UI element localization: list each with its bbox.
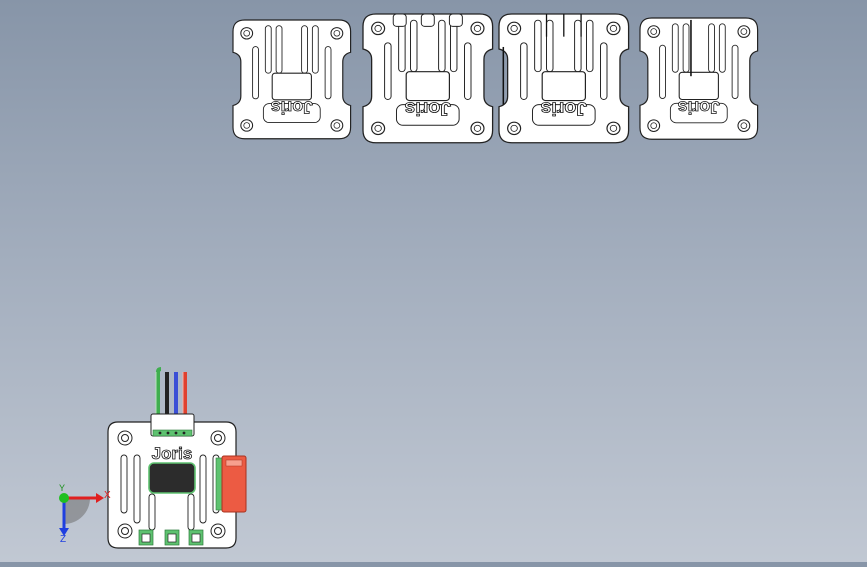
z-axis-label: Z: [60, 534, 66, 545]
y-axis-dot: [59, 493, 69, 503]
part-plate-a[interactable]: Joris: [232, 19, 352, 140]
part-label-a: Joris: [271, 98, 313, 118]
screw-holes: [117, 430, 226, 539]
part-label-d: Joris: [677, 97, 719, 117]
driver-chip: [148, 462, 196, 494]
axis-triad[interactable]: X Y Z: [59, 483, 111, 545]
part-label-c: Joris: [541, 98, 587, 118]
part-plate-c[interactable]: Joris: [498, 13, 630, 144]
side-connector: [221, 455, 247, 513]
cable-wires: [155, 367, 187, 416]
assembly-label: Joris: [152, 444, 193, 463]
x-axis-label: X: [104, 490, 111, 501]
part-plate-b[interactable]: Joris: [362, 13, 494, 144]
bottom-headers: [138, 529, 204, 546]
y-axis-label: Y: [59, 483, 65, 493]
part-label-b: Joris: [405, 98, 451, 118]
assembly-board[interactable]: Joris: [107, 367, 247, 549]
part-plate-d[interactable]: Joris: [639, 17, 759, 140]
